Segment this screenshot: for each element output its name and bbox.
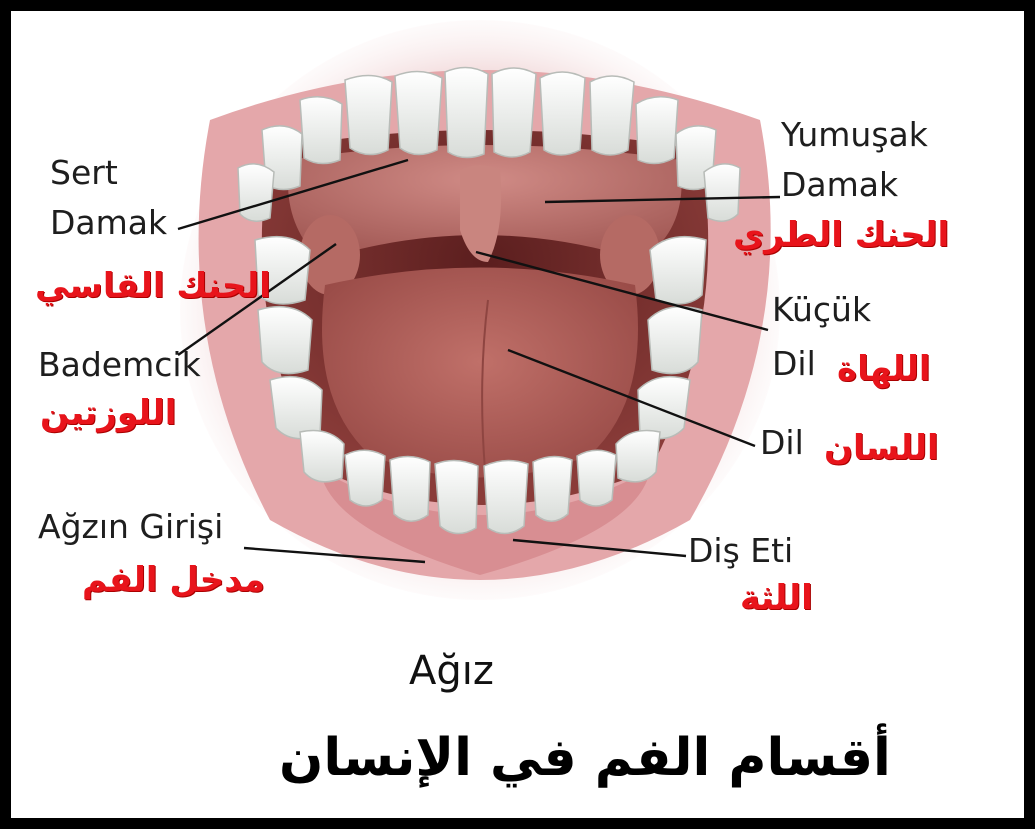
- label-yumusak: Yumuşak: [781, 115, 928, 155]
- label-bademcik-ar: اللوزتين: [40, 393, 176, 433]
- label-kucuk: Küçük: [772, 290, 871, 330]
- label-agzin-girisi-ar: مدخل الفم: [82, 560, 265, 600]
- caption-agiz: Ağız: [409, 648, 494, 694]
- label-yumusak-damak-ar: الحنك الطري: [733, 215, 949, 255]
- label-agzin-girisi: Ağzın Girişi: [38, 507, 223, 547]
- label-dil-ar: اللسان: [824, 428, 939, 468]
- label-dil: Dil: [760, 423, 804, 463]
- label-kucuk-dil-ar: اللهاة: [837, 349, 931, 389]
- label-yumusak-damak: Damak: [781, 165, 898, 205]
- label-dis-eti-ar: اللثة: [740, 578, 813, 618]
- label-sert-damak: Damak: [50, 203, 167, 243]
- tongue: [322, 268, 638, 478]
- label-kucuk-dil: Dil: [772, 344, 816, 384]
- label-sert-damak-ar: الحنك القاسي: [35, 266, 271, 306]
- label-dis-eti: Diş Eti: [688, 531, 793, 571]
- page-title: أقسام الفم في الإنسان: [279, 728, 891, 788]
- label-sert: Sert: [50, 153, 118, 193]
- label-bademcik: Bademcik: [38, 345, 201, 385]
